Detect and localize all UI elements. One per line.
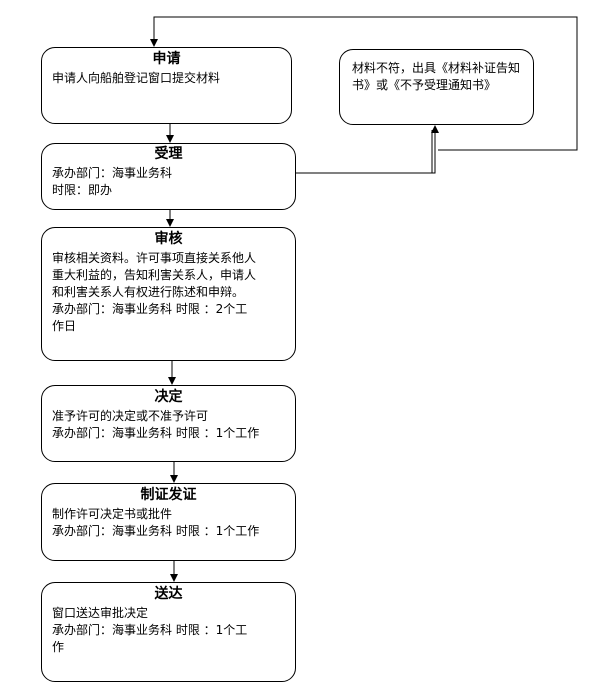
step-review-line: 和利害关系人有权进行陈述和申辩。 [52,285,245,299]
step-review-line: 重大利益的，告知利害关系人，申请人 [52,268,257,282]
side-note-rejection: 材料不符，出具《材料补证告知 书》或《不予受理通知书》 [339,49,534,125]
step-decision-line: 准予许可的决定或不准予许可 [52,409,209,423]
step-delivery-line: 窗口送达审批决定 [52,606,149,620]
step-review-line: 审核相关资料。许可事项直接关系他人 [52,251,257,265]
step-certificate-title: 制证发证 [140,487,197,503]
step-review: 审核 审核相关资料。许可事项直接关系他人 重大利益的，告知利害关系人，申请人 和… [41,227,296,361]
step-accept-line: 承办部门：海事业务科 [52,166,173,180]
step-review-line: 承办部门：海事业务科 时限 ：2个工 [52,302,248,316]
side-note-line: 书》或《不予受理通知书》 [352,78,497,92]
step-review-title: 审核 [154,231,183,247]
step-accept-title: 受理 [154,146,183,162]
step-delivery-line: 作 [52,640,65,654]
step-review-line: 作日 [52,319,77,333]
step-apply-line: 申请人向船舶登记窗口提交材料 [52,71,221,85]
step-delivery: 送达 窗口送达审批决定 承办部门：海事业务科 时限 ：1个工 作 [41,582,296,682]
step-apply: 申请 申请人向船舶登记窗口提交材料 [41,47,292,124]
step-delivery-line: 承办部门：海事业务科 时限 ：1个工 [52,623,248,637]
step-decision: 决定 准予许可的决定或不准予许可 承办部门：海事业务科 时限 ：1个工作 [41,385,296,462]
connector-note-back-to-apply [150,16,578,151]
step-decision-title: 决定 [154,389,183,405]
side-note-line: 材料不符，出具《材料补证告知 [352,61,521,75]
step-certificate-line: 承办部门：海事业务科 时限 ：1个工作 [52,524,260,538]
step-certificate-line: 制作许可决定书或批件 [52,507,173,521]
step-decision-line: 承办部门：海事业务科 时限 ：1个工作 [52,426,260,440]
step-apply-title: 申请 [152,51,181,67]
connector-accept-to-note [296,125,439,174]
step-delivery-title: 送达 [154,586,183,602]
step-accept-line: 时限：即办 [52,183,113,197]
step-certificate: 制证发证 制作许可决定书或批件 承办部门：海事业务科 时限 ：1个工作 [41,483,296,561]
step-accept: 受理 承办部门：海事业务科 时限：即办 [41,143,296,210]
